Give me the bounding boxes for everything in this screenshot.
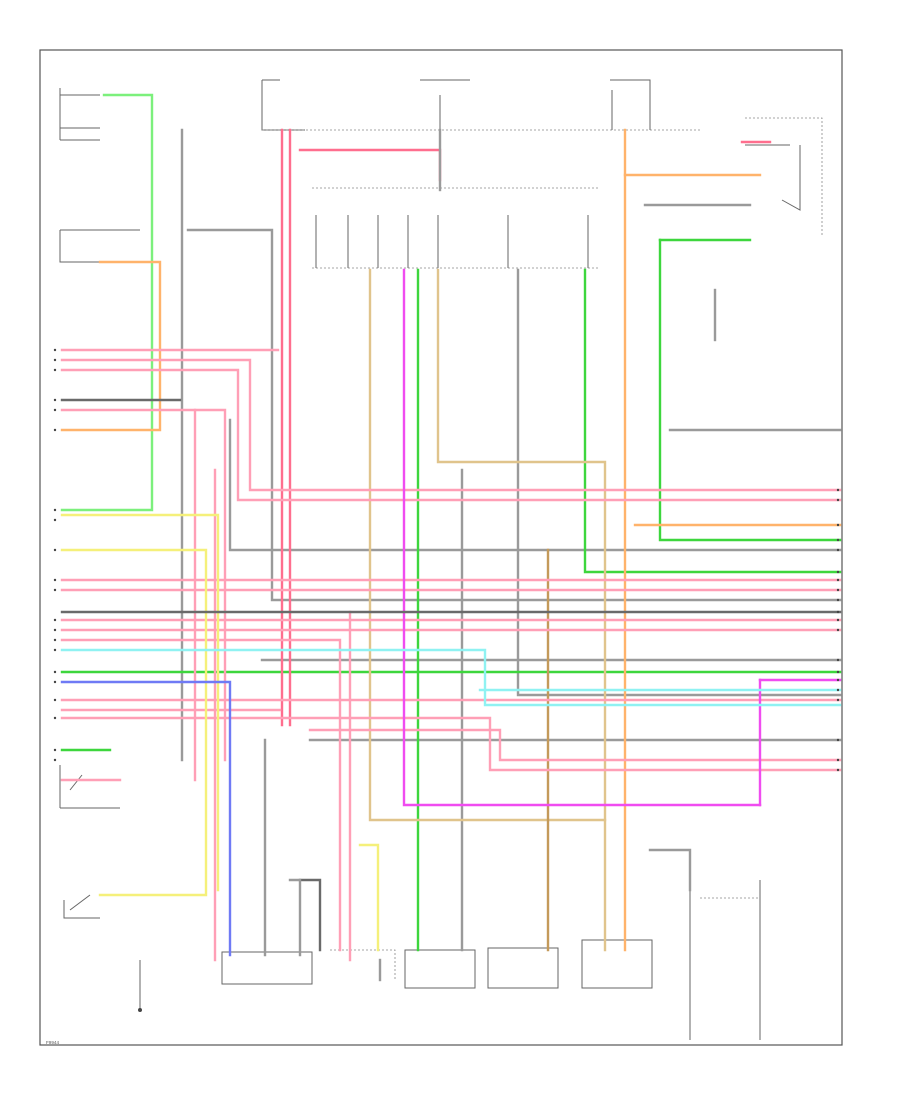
colored-wires [60, 93, 842, 982]
component-bottom-2 [330, 949, 396, 980]
component-bottom-3 [404, 949, 476, 989]
right-connector-pins [836, 488, 840, 772]
component-bottom-right [689, 880, 761, 1040]
fuse-block-left [261, 79, 700, 131]
gray-wires [180, 128, 842, 952]
component-bottom-1 [221, 951, 313, 985]
switch-top-left [59, 88, 100, 141]
connector-top-right [745, 117, 823, 235]
component-bottom-4 [487, 947, 559, 989]
sensor-left-bottom [63, 894, 100, 919]
sensor-left-2 [59, 229, 140, 263]
component-bottom-5 [581, 939, 653, 989]
diagram-frame [39, 49, 843, 1046]
switch-left-lower [59, 765, 120, 809]
fuse-block-right [610, 79, 651, 130]
footer-label: F9944 [46, 1040, 59, 1045]
left-connector-pins [53, 348, 57, 762]
ground-left-bottom [138, 960, 142, 1012]
fuse-block-center [420, 79, 470, 130]
instrument-cluster-box [312, 187, 600, 269]
